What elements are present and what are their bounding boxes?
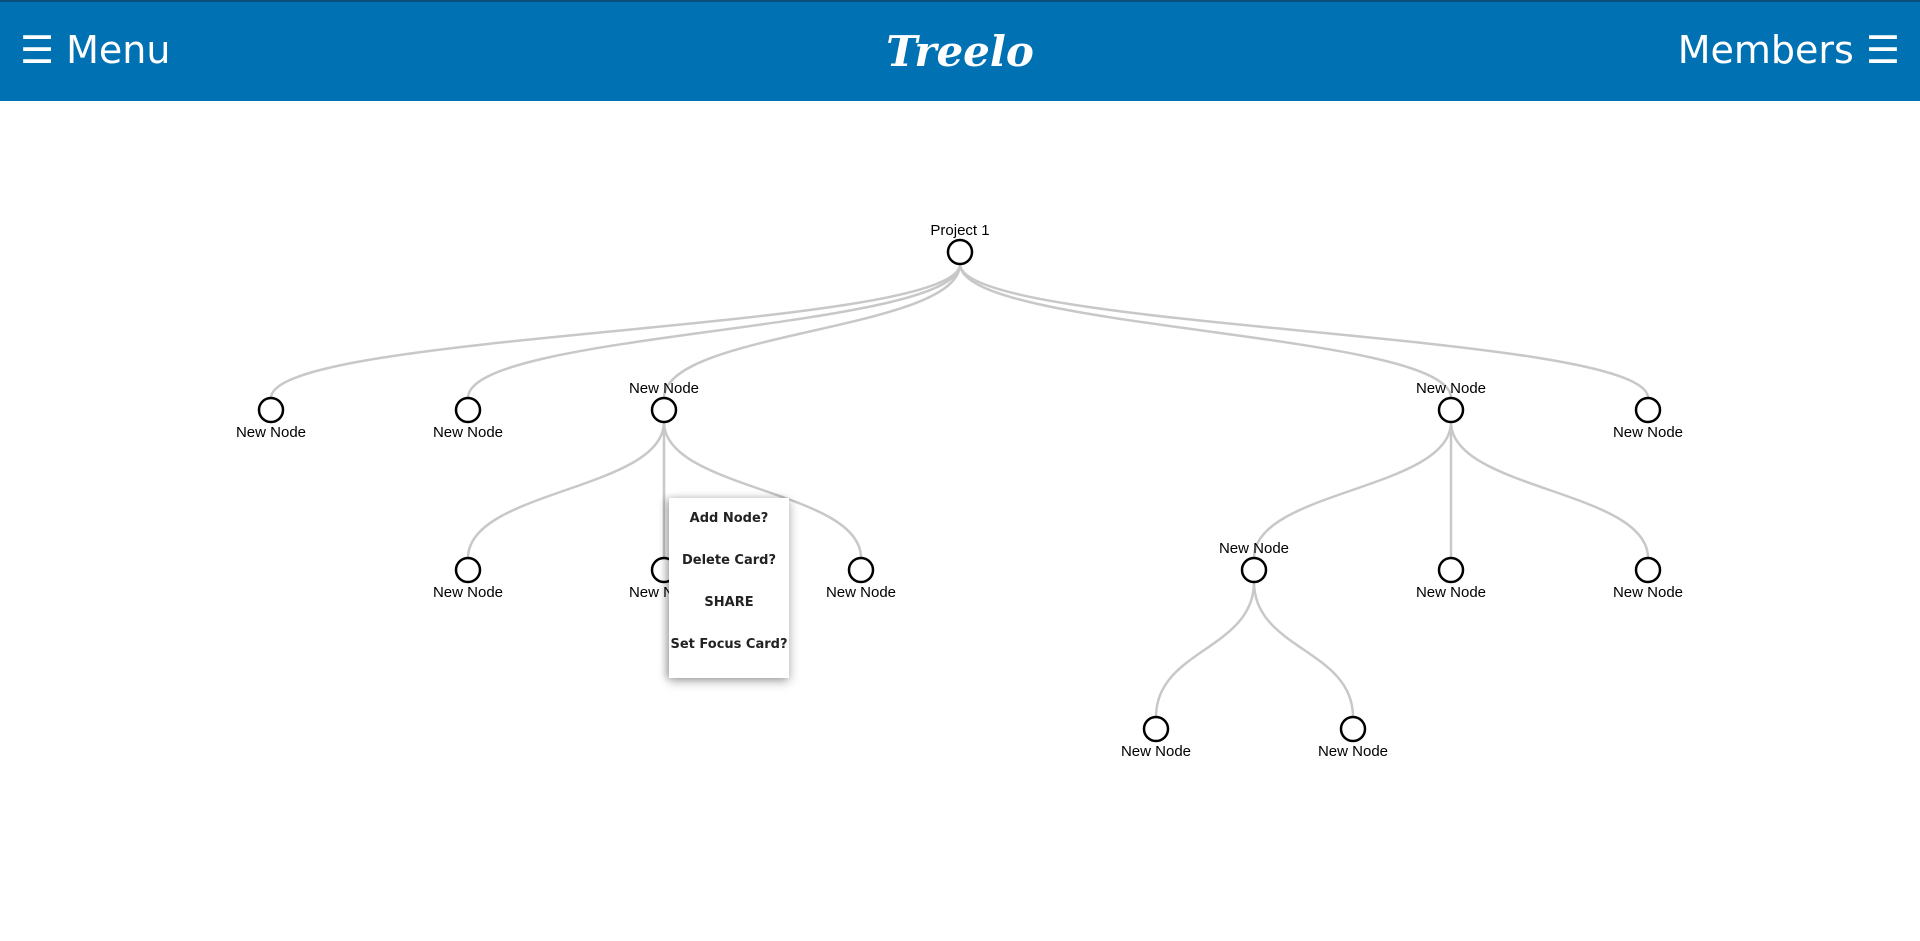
node-label: New Node — [629, 380, 699, 397]
tree-link — [662, 263, 962, 399]
share-menu-item[interactable]: SHARE — [704, 595, 754, 610]
node-context-menu: Add Node? Delete Card? SHARE Set Focus C… — [669, 498, 789, 678]
tree-links — [269, 263, 1650, 718]
tree-link — [1252, 581, 1355, 718]
node-circle[interactable] — [257, 396, 285, 424]
tree-node[interactable]: New Node — [1219, 540, 1289, 584]
tree-node[interactable]: New Node — [1416, 556, 1486, 601]
node-label: New Node — [1416, 584, 1486, 601]
add-node-menu-item[interactable]: Add Node? — [689, 511, 769, 526]
tree-link — [1252, 421, 1453, 559]
node-label: New Node — [236, 424, 306, 441]
set-focus-card-menu-item[interactable]: Set Focus Card? — [670, 637, 788, 652]
tree-node[interactable]: New Node — [629, 380, 699, 424]
node-label: New Node — [433, 584, 503, 601]
tree-node[interactable]: New Node — [236, 396, 306, 441]
tree-node[interactable]: New Node — [1318, 715, 1388, 760]
delete-card-menu-item[interactable]: Delete Card? — [681, 553, 776, 568]
tree-link — [958, 263, 1650, 399]
node-label: New Node — [1318, 743, 1388, 760]
tree-root-node[interactable]: Project 1 — [930, 222, 990, 266]
tree-link — [466, 421, 666, 559]
tree-node[interactable]: New Node — [433, 396, 503, 441]
tree-node[interactable]: New Node — [1613, 396, 1683, 441]
node-circle[interactable] — [1437, 556, 1465, 584]
node-circle[interactable] — [1240, 556, 1268, 584]
tree-node[interactable]: New Node — [433, 556, 503, 601]
tree-link — [1154, 581, 1256, 718]
node-circle[interactable] — [946, 238, 974, 266]
node-label: New Node — [1416, 380, 1486, 397]
tree-link — [958, 263, 1453, 399]
node-label: New Node — [1219, 540, 1289, 557]
node-label: New Node — [1121, 743, 1191, 760]
tree-node[interactable]: New Node — [826, 556, 896, 601]
tree-link — [662, 421, 863, 559]
node-circle[interactable] — [650, 396, 678, 424]
node-label: New Node — [433, 424, 503, 441]
app-logo: Treelo — [886, 27, 1034, 76]
tree-link — [269, 263, 962, 399]
node-label: New Node — [1613, 584, 1683, 601]
node-circle[interactable] — [1634, 556, 1662, 584]
node-circle[interactable] — [1142, 715, 1170, 743]
node-label: New Node — [1613, 424, 1683, 441]
node-circle[interactable] — [454, 556, 482, 584]
menu-button[interactable]: ☰ Menu — [20, 28, 171, 72]
tree-node[interactable]: New Node — [1416, 380, 1486, 424]
tree-link — [1449, 421, 1650, 559]
members-button[interactable]: Members ☰ — [1677, 28, 1900, 72]
node-circle[interactable] — [1634, 396, 1662, 424]
node-label: New Node — [826, 584, 896, 601]
tree-node[interactable]: New Node — [1613, 556, 1683, 601]
node-circle[interactable] — [454, 396, 482, 424]
tree-node[interactable]: New Node — [1121, 715, 1191, 760]
tree-link — [466, 263, 962, 399]
node-circle[interactable] — [1339, 715, 1367, 743]
node-circle[interactable] — [847, 556, 875, 584]
top-bar: ☰ Menu Treelo Members ☰ — [0, 0, 1920, 101]
node-circle[interactable] — [1437, 396, 1465, 424]
node-label: Project 1 — [930, 222, 989, 239]
